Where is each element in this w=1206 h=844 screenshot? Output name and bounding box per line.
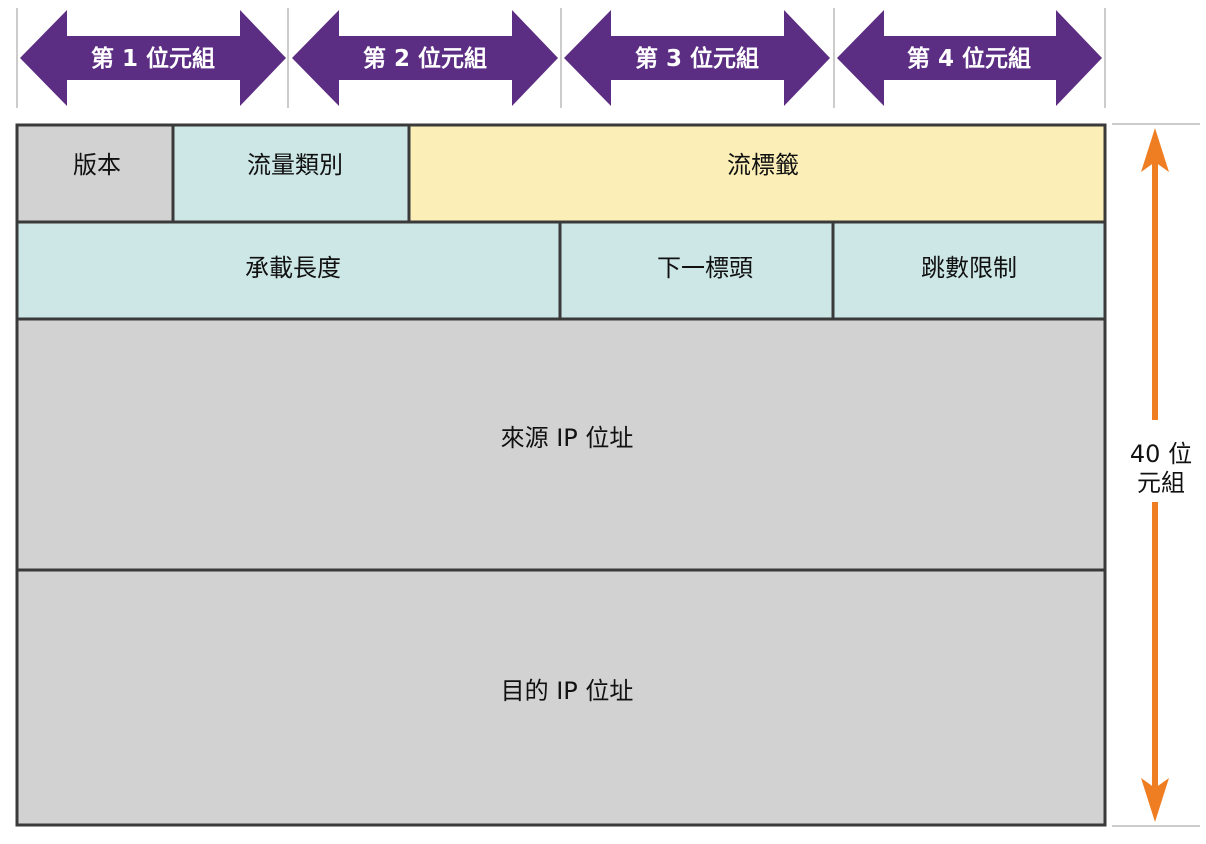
- field-label-traffic-class: 流量類別: [247, 151, 343, 179]
- byte-label: 第 2 位元組: [363, 45, 487, 72]
- byte-label: 第 3 位元組: [635, 45, 759, 72]
- field-label-source-address: 來源 IP 位址: [501, 424, 634, 452]
- field-hop-limit: [831, 220, 1107, 321]
- double-arrow-icon: [292, 10, 558, 106]
- byte-label: 第 4 位元組: [907, 45, 1031, 72]
- field-traffic-class: [171, 123, 411, 224]
- vertical-double-arrow-icon: [1141, 128, 1169, 822]
- byte-dividers: [16, 8, 1106, 108]
- byte-label: 第 1 位元組: [91, 45, 215, 72]
- field-label-flow-label: 流標籤: [727, 151, 799, 179]
- field-next-header: [558, 220, 835, 321]
- field-flow-label: [407, 123, 1107, 224]
- field-version: [15, 123, 175, 224]
- byte-arrow: 第 2 位元組: [292, 10, 558, 106]
- field-label-next-header: 下一標頭: [657, 254, 753, 282]
- field-label-version: 版本: [73, 151, 121, 179]
- field-destination-address: [15, 568, 1107, 827]
- field-label-destination-address: 目的 IP 位址: [501, 677, 634, 705]
- byte-arrow: 第 1 位元組: [20, 10, 286, 106]
- byte-arrow: 第 3 位元組: [564, 10, 830, 106]
- field-source-address: [15, 317, 1107, 572]
- byte-arrow: 第 4 位元組: [837, 10, 1102, 106]
- header-fields: [15, 123, 1107, 827]
- field-label-payload-length: 承載長度: [245, 254, 341, 282]
- size-indicator: 40 位 元組: [1112, 123, 1200, 827]
- double-arrow-icon: [564, 10, 830, 106]
- size-label-line1: 40 位: [1130, 440, 1192, 468]
- double-arrow-icon: [837, 10, 1102, 106]
- field-labels: 版本 流量類別 流標籤 承載長度 下一標頭 跳數限制 來源 IP 位址 目的 I…: [73, 151, 1017, 705]
- size-label-line2: 元組: [1137, 469, 1185, 497]
- field-label-hop-limit: 跳數限制: [921, 254, 1017, 282]
- double-arrow-icon: [20, 10, 286, 106]
